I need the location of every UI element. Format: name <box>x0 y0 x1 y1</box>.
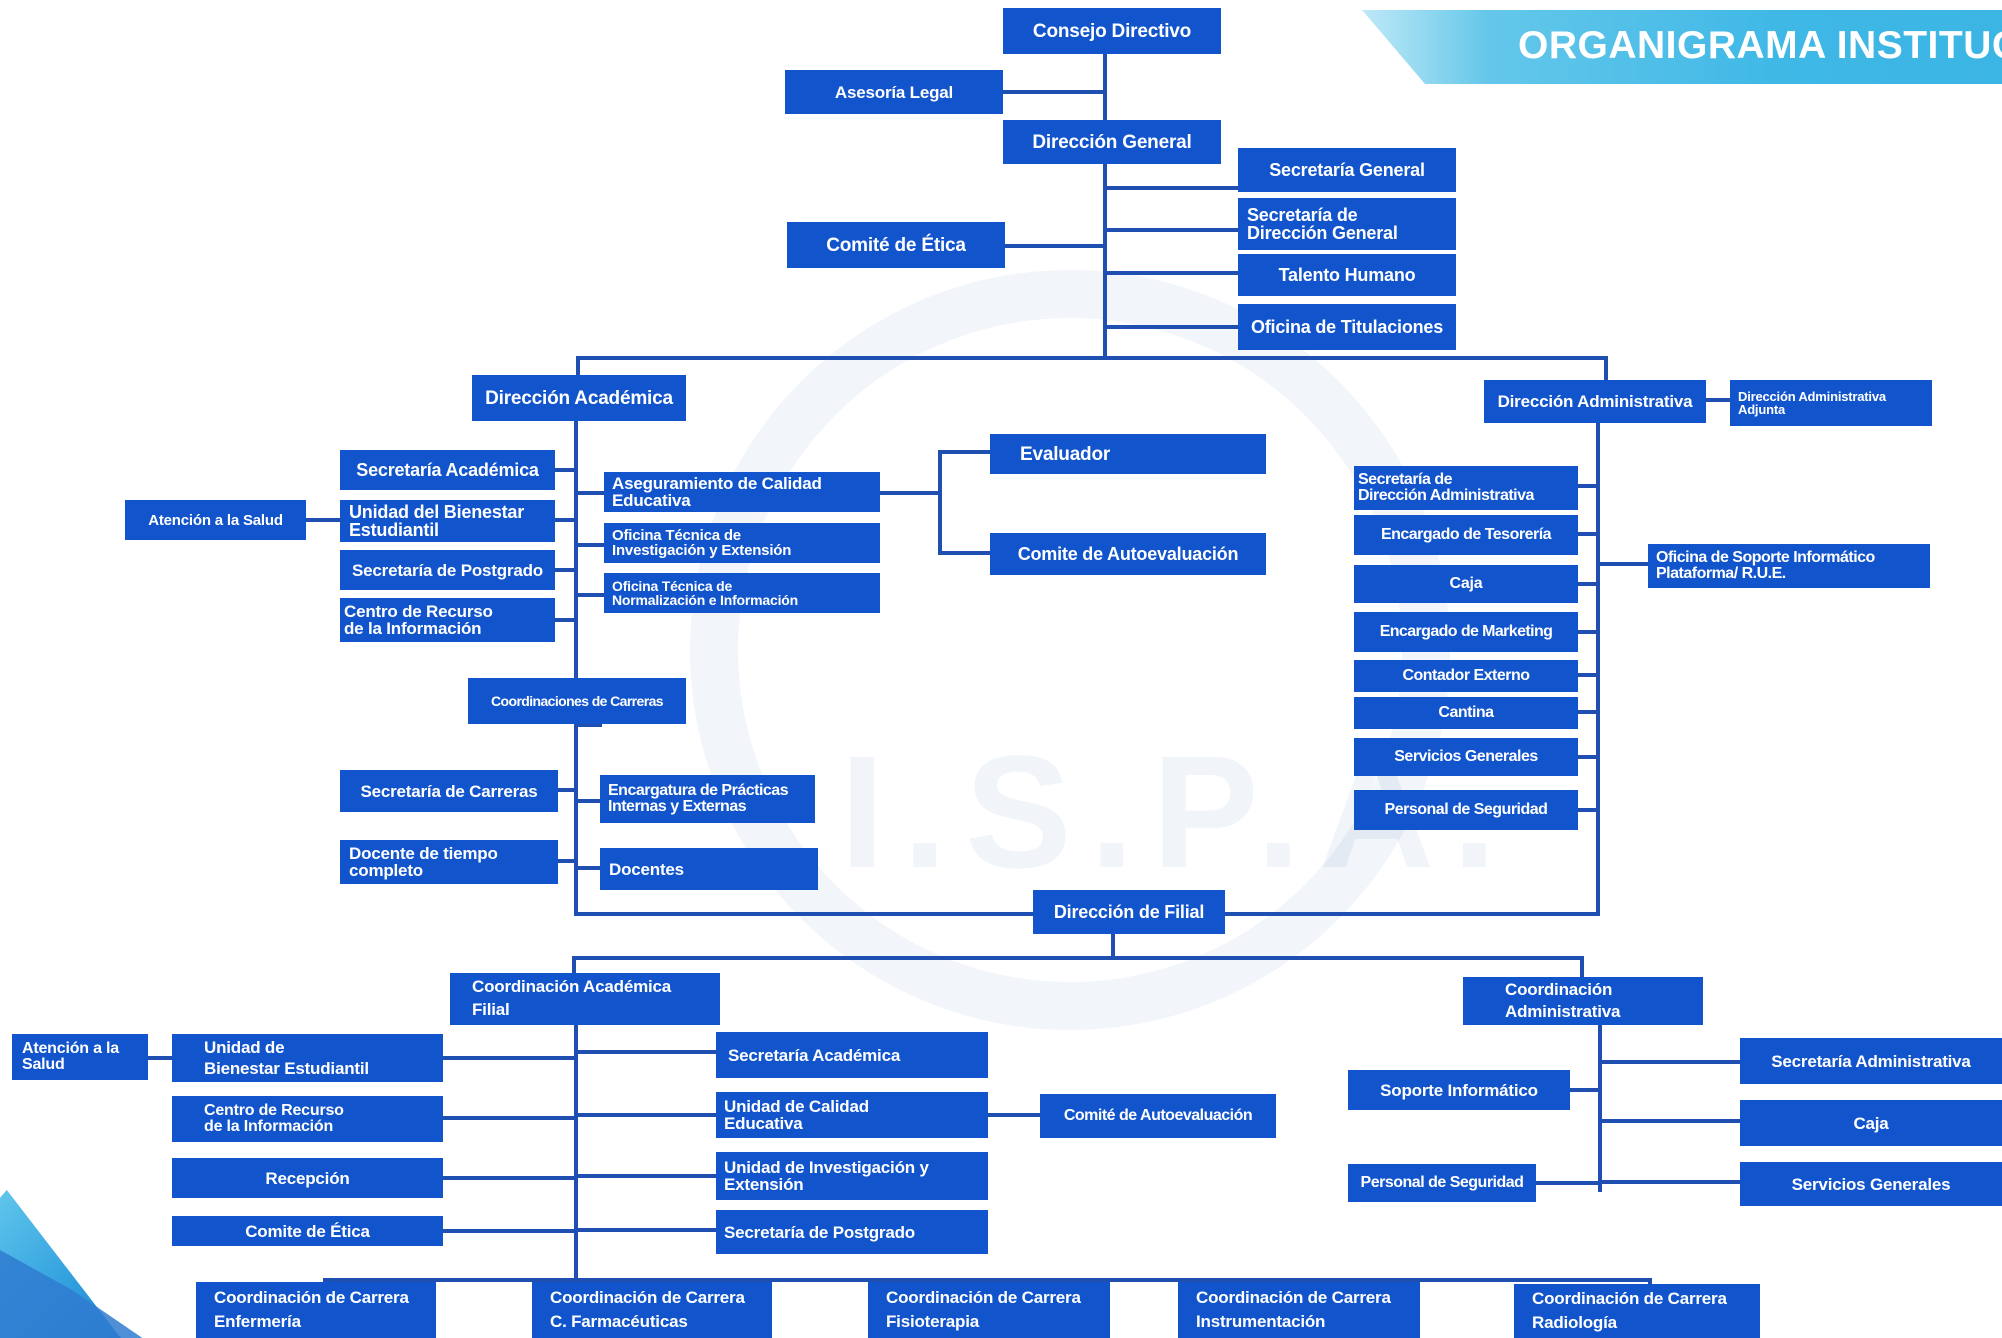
node-f-secretaria-academica: Secretaría Académica <box>716 1032 988 1078</box>
node-f-atencion-salud: Atención a la Salud <box>12 1034 148 1080</box>
node-direccion-administrativa: Dirección Administrativa <box>1484 380 1706 423</box>
node-personal-seguridad: Personal de Seguridad <box>1354 790 1578 830</box>
node-cc-fisioterapia: Coordinación de Carrera Fisioterapia <box>868 1282 1110 1338</box>
node-secretaria-direccion-general: Secretaría de Dirección General <box>1238 198 1456 250</box>
node-cc-radiologia: Coordinación de Carrera Radiología <box>1514 1284 1760 1338</box>
node-f-recepcion: Recepción <box>172 1158 443 1198</box>
node-secretaria-direccion-administrativa: Secretaría de Dirección Administrativa <box>1354 466 1578 510</box>
node-encargatura-practicas: Encargatura de Prácticas Internas y Exte… <box>600 775 815 823</box>
node-f-unidad-investigacion: Unidad de Investigación y Extensión <box>716 1152 988 1200</box>
node-asesoria-legal: Asesoría Legal <box>785 70 1003 114</box>
node-secretaria-academica: Secretaría Académica <box>340 450 555 490</box>
node-secretaria-carreras: Secretaría de Carreras <box>340 770 558 812</box>
node-cc-instrumentacion: Coordinación de Carrera Instrumentación <box>1178 1282 1420 1338</box>
node-caja: Caja <box>1354 565 1578 603</box>
node-atencion-salud: Atención a la Salud <box>125 500 306 540</box>
node-docente-tiempo-completo: Docente de tiempo completo <box>340 840 558 884</box>
node-f-soporte-informatico: Soporte Informático <box>1348 1070 1570 1110</box>
node-f-comite-etica: Comite de Ética <box>172 1216 443 1246</box>
node-f-unidad-bienestar: Unidad de Bienestar Estudiantil <box>172 1034 443 1082</box>
node-f-personal-seguridad: Personal de Seguridad <box>1348 1164 1536 1202</box>
node-secretaria-general: Secretaría General <box>1238 148 1456 192</box>
title-banner <box>1362 10 2002 84</box>
node-encargado-marketing: Encargado de Marketing <box>1354 612 1578 652</box>
node-f-secretaria-administrativa: Secretaría Administrativa <box>1740 1038 2002 1084</box>
node-cc-farmaceuticas: Coordinación de Carrera C. Farmacéuticas <box>532 1282 772 1338</box>
node-comite-etica: Comité de Ética <box>787 222 1005 268</box>
node-aseguramiento-calidad: Aseguramiento de Calidad Educativa <box>604 472 880 512</box>
node-f-servicios-generales: Servicios Generales <box>1740 1162 2002 1206</box>
node-secretaria-postgrado: Secretaría de Postgrado <box>340 550 555 590</box>
page-title: ORGANIGRAMA INSTITUCIONAL <box>1518 24 2002 67</box>
node-f-secretaria-postgrado: Secretaría de Postgrado <box>716 1210 988 1254</box>
node-oficina-investigacion: Oficina Técnica de Investigación y Exten… <box>604 523 880 563</box>
node-direccion-filial: Dirección de Filial <box>1033 890 1225 934</box>
node-direccion-general: Dirección General <box>1003 120 1221 164</box>
node-oficina-soporte: Oficina de Soporte Informático Plataform… <box>1648 544 1930 588</box>
node-unidad-bienestar: Unidad del Bienestar Estudiantil <box>340 500 555 542</box>
node-encargado-tesoreria: Encargado de Tesorería <box>1354 515 1578 555</box>
node-cc-enfermeria: Coordinación de Carrera Enfermería <box>196 1282 436 1338</box>
node-oficina-titulaciones: Oficina de Titulaciones <box>1238 304 1456 350</box>
node-servicios-generales: Servicios Generales <box>1354 738 1578 776</box>
node-f-unidad-calidad: Unidad de Calidad Educativa <box>716 1092 988 1138</box>
node-direccion-academica: Dirección Académica <box>472 375 686 421</box>
node-f-caja: Caja <box>1740 1100 2002 1146</box>
node-centro-recurso: Centro de Recurso de la Información <box>340 598 555 642</box>
node-f-centro-recurso: Centro de Recurso de la Información <box>172 1096 443 1142</box>
node-evaluador: Evaluador <box>990 434 1266 474</box>
node-talento-humano: Talento Humano <box>1238 254 1456 296</box>
node-oficina-normalizacion: Oficina Técnica de Normalización e Infor… <box>604 573 880 613</box>
node-consejo-directivo: Consejo Directivo <box>1003 8 1221 54</box>
node-coordinaciones-carreras: Coordinaciones de Carreras <box>468 678 686 724</box>
node-f-comite-autoevaluacion: Comité de Autoevaluación <box>1040 1094 1276 1138</box>
node-contador-externo: Contador Externo <box>1354 660 1578 692</box>
node-direccion-administrativa-adjunta: Dirección Administrativa Adjunta <box>1730 380 1932 426</box>
node-coordinacion-academica-filial: Coordinación Académica Filial <box>450 973 720 1025</box>
node-coordinacion-administrativa: Coordinación Administrativa <box>1463 977 1703 1025</box>
node-comite-autoevaluacion: Comite de Autoevaluación <box>990 533 1266 575</box>
node-cantina: Cantina <box>1354 697 1578 729</box>
node-docentes: Docentes <box>600 848 818 890</box>
